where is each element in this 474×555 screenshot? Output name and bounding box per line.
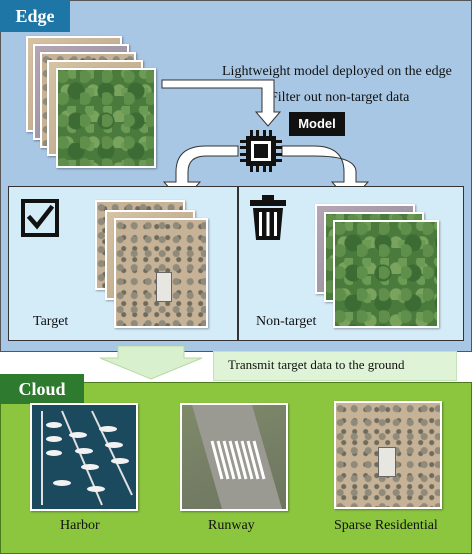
- transmit-caption: Transmit target data to the ground: [228, 357, 405, 372]
- input-image: [56, 68, 156, 168]
- trash-icon: [250, 195, 286, 240]
- transmit-caption-box: [213, 351, 457, 381]
- runway-image: [180, 403, 288, 511]
- harbor-image: [30, 403, 138, 511]
- target-label: Target: [33, 314, 69, 329]
- checkbox-checked-icon: [21, 199, 59, 237]
- category-label-runway: Runway: [208, 518, 255, 533]
- nontarget-image: [333, 220, 439, 328]
- nontarget-label: Non-target: [256, 314, 317, 329]
- filter-caption: Filter out non-target data: [270, 90, 410, 105]
- cloud-tag: Cloud: [0, 374, 84, 404]
- building: [378, 447, 396, 477]
- edge-tag: Edge: [0, 0, 70, 32]
- model-caption: Lightweight model deployed on the edge: [222, 64, 452, 79]
- arrow-down-icon: [99, 346, 203, 380]
- target-image: [114, 218, 208, 328]
- chip-icon: [240, 130, 282, 172]
- category-label-harbor: Harbor: [60, 518, 100, 533]
- category-label-sparse-residential: Sparse Residential: [334, 518, 438, 533]
- building: [156, 272, 172, 302]
- sparse-residential-image: [334, 401, 442, 509]
- model-badge: Model: [289, 112, 345, 136]
